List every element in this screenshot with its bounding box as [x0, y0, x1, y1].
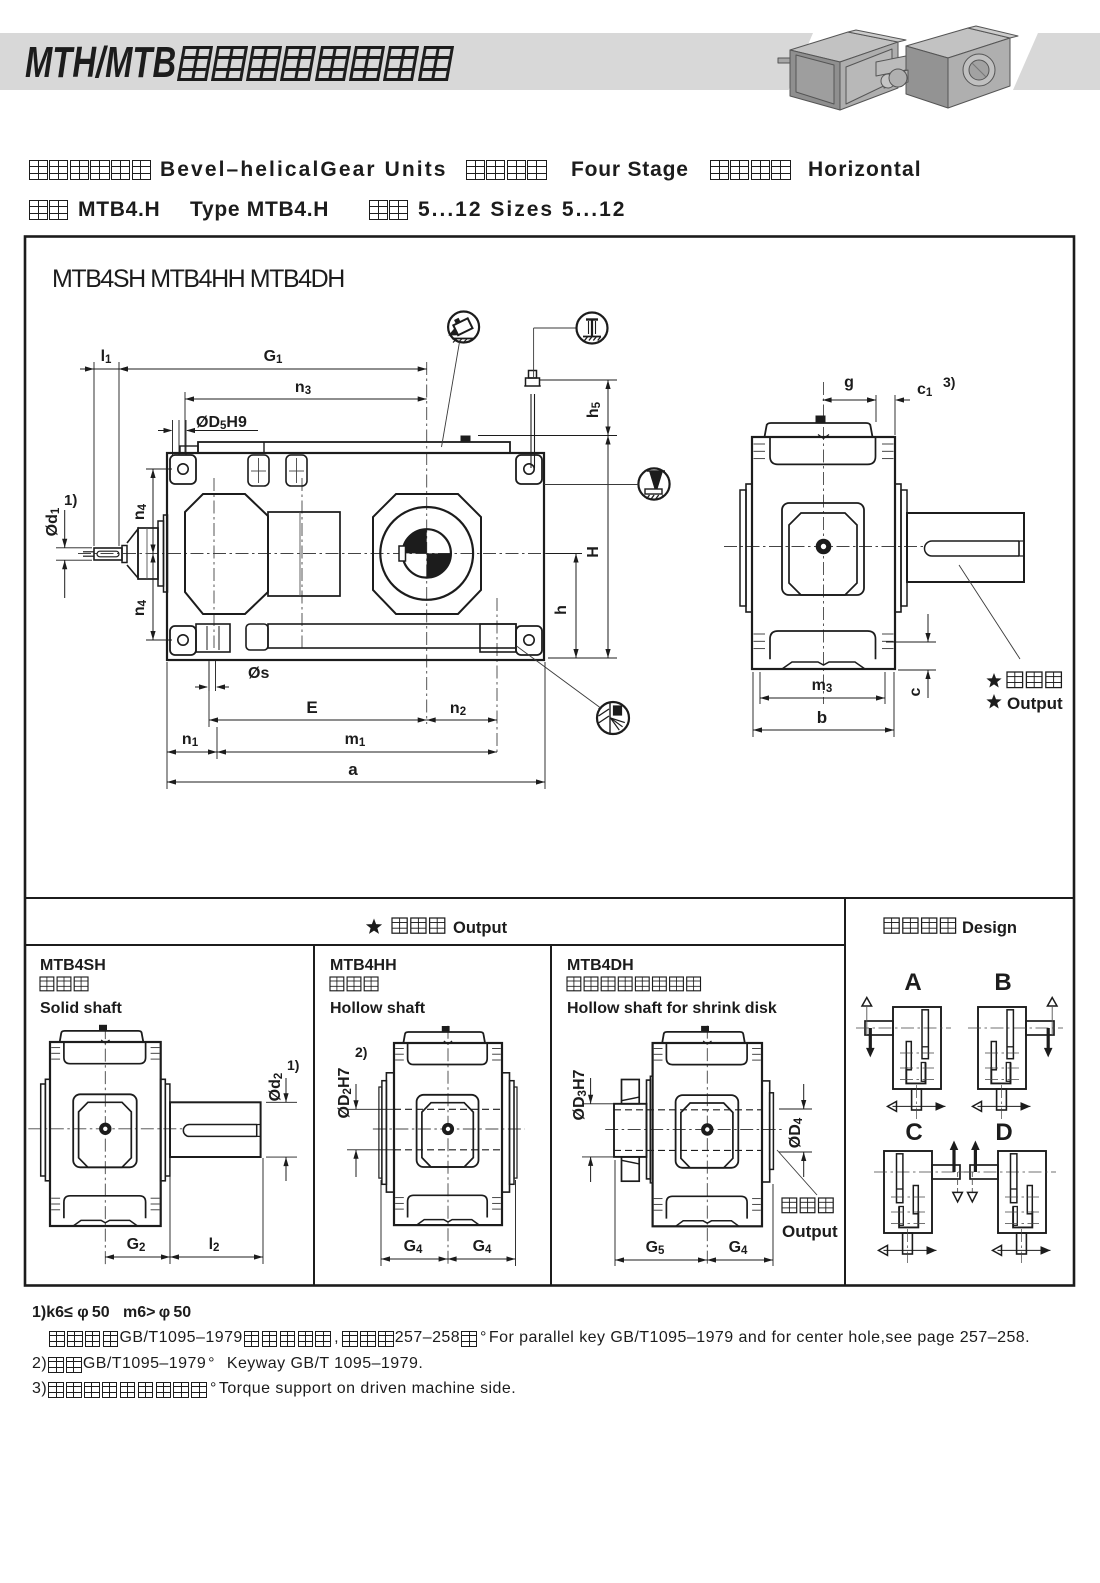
svg-text:m3: m3 — [812, 677, 833, 695]
svg-text:G4: G4 — [404, 1238, 423, 1256]
svg-text:Hollow shaft for shrink disk: Hollow shaft for shrink disk — [567, 1000, 777, 1017]
svg-text:Solid shaft: Solid shaft — [40, 1000, 122, 1017]
svg-text:c: c — [907, 687, 924, 696]
svg-text:1): 1) — [287, 1057, 299, 1073]
svg-text:3): 3) — [943, 374, 955, 390]
svg-text:h: h — [553, 605, 570, 615]
svg-text:1): 1) — [64, 492, 77, 509]
svg-text:H: H — [585, 546, 602, 558]
svg-text:Øs: Øs — [248, 665, 269, 682]
svg-text:Hollow shaft: Hollow shaft — [330, 1000, 426, 1017]
svg-text:n3: n3 — [295, 379, 311, 397]
svg-text:Design: Design — [962, 919, 1017, 937]
svg-text:Ød1: Ød1 — [44, 507, 62, 536]
svg-text:MTB4SH MTB4HH MTB4DH: MTB4SH MTB4HH MTB4DH — [52, 265, 344, 293]
svg-text:ØD3H7: ØD3H7 — [571, 1069, 589, 1120]
svg-text:A: A — [904, 969, 921, 996]
svg-text:b: b — [817, 708, 827, 727]
svg-text:ØD2H7: ØD2H7 — [336, 1067, 354, 1118]
svg-text:n4: n4 — [131, 503, 149, 520]
svg-text:g: g — [844, 374, 854, 391]
svg-text:C: C — [905, 1119, 922, 1146]
svg-text:l2: l2 — [209, 1236, 220, 1254]
svg-text:l1: l1 — [101, 348, 112, 366]
svg-text:G4: G4 — [473, 1238, 492, 1256]
svg-text:Ød2: Ød2 — [267, 1073, 285, 1102]
svg-text:G4: G4 — [729, 1239, 748, 1257]
svg-text:n1: n1 — [182, 731, 199, 749]
svg-text:G2: G2 — [127, 1236, 146, 1254]
svg-text:ØD4: ØD4 — [787, 1117, 805, 1148]
svg-text:Output: Output — [782, 1222, 838, 1241]
svg-text:Output: Output — [1007, 694, 1063, 713]
svg-text:c1: c1 — [917, 381, 933, 399]
svg-text:h5: h5 — [585, 401, 603, 418]
svg-text:MTB4HH: MTB4HH — [330, 957, 397, 974]
svg-text:Output: Output — [453, 919, 508, 937]
svg-text:MTB4SH: MTB4SH — [40, 957, 106, 974]
svg-text:G1: G1 — [264, 348, 283, 366]
svg-text:a: a — [348, 760, 358, 779]
svg-text:B: B — [994, 969, 1011, 996]
svg-text:MTB4DH: MTB4DH — [567, 957, 634, 974]
svg-text:n2: n2 — [450, 700, 466, 718]
svg-text:E: E — [306, 698, 317, 717]
svg-text:D: D — [995, 1119, 1012, 1146]
svg-text:2): 2) — [355, 1044, 367, 1060]
svg-text:ØD5H9: ØD5H9 — [196, 414, 247, 432]
svg-text:m1: m1 — [345, 731, 366, 749]
svg-text:n4: n4 — [131, 599, 149, 616]
svg-text:G5: G5 — [646, 1239, 665, 1257]
